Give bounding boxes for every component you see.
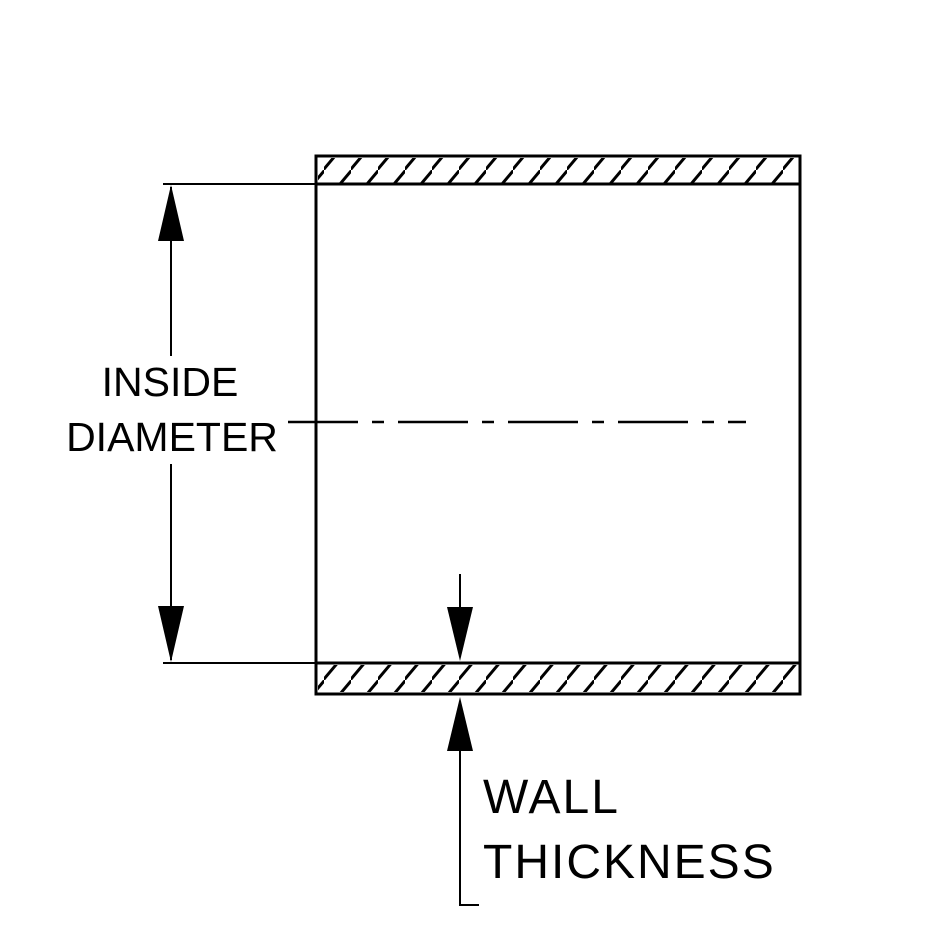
inside-diameter-label-line2: DIAMETER: [66, 414, 278, 460]
top-wall-hatch: [318, 158, 798, 183]
wall-thickness-label-line2: THICKNESS: [483, 836, 776, 889]
wall-thickness-label-line1: WALL: [483, 771, 620, 824]
wall-thickness-up-arrowhead: [447, 697, 473, 751]
bottom-wall-hatch: [318, 665, 798, 692]
tube-outline: [314, 154, 802, 696]
inside-diameter-top-arrowhead: [158, 185, 184, 241]
inside-diameter-label-line1: INSIDE: [102, 359, 239, 405]
inside-diameter-bottom-arrowhead: [158, 606, 184, 662]
wall-thickness-down-arrowhead: [447, 607, 473, 661]
